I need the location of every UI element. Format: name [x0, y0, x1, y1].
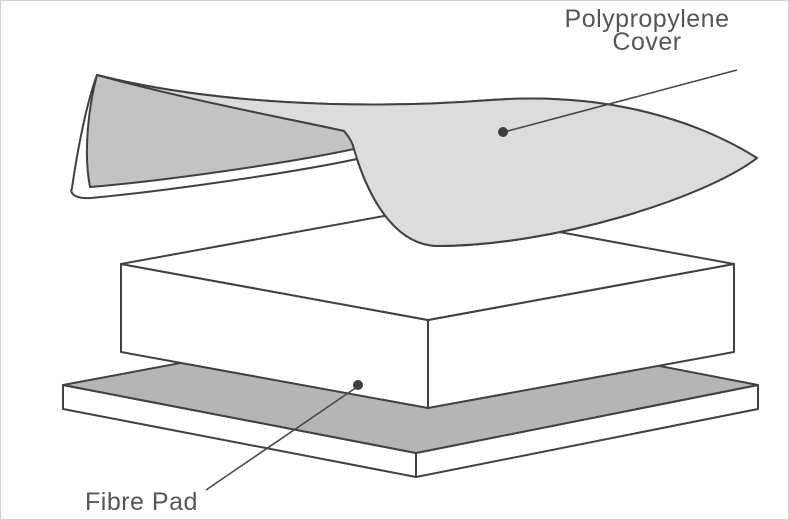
callouts	[205, 69, 738, 491]
polypropylene-cover-layer	[70, 74, 758, 247]
cover-curl-face	[85, 74, 355, 188]
label-fibre-pad: Fibre Pad	[85, 488, 198, 516]
cover-point-dot	[498, 127, 508, 137]
middle-foam-top-face	[120, 207, 735, 321]
pad-leader-line	[205, 386, 358, 491]
cover-label-line2: Cover	[612, 28, 682, 56]
pad-point-dot	[353, 380, 363, 390]
cover-leader-line	[503, 69, 738, 133]
middle-foam-layer	[120, 207, 735, 409]
cover-label-line1: Polypropylene	[564, 5, 730, 33]
label-polypropylene-cover: Polypropylene Cover	[554, 5, 740, 56]
